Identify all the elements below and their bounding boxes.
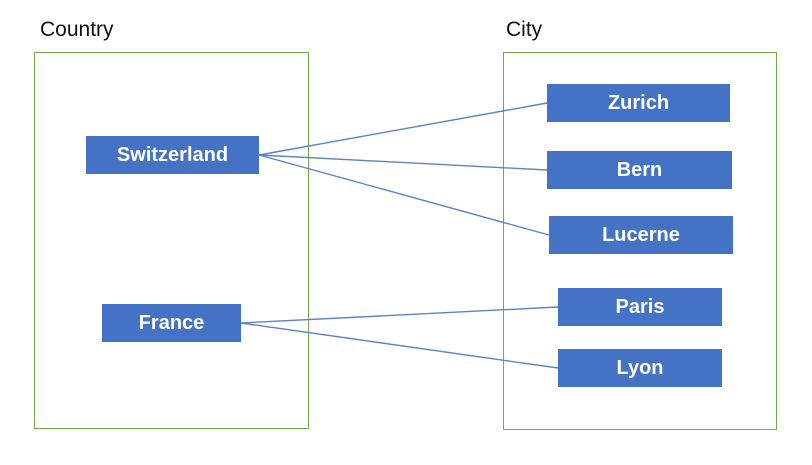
city-group-box (503, 52, 777, 430)
node-zurich: Zurich (547, 84, 730, 122)
country-group-label: Country (40, 18, 114, 41)
node-lyon: Lyon (558, 349, 722, 387)
node-france: France (102, 304, 241, 342)
node-paris: Paris (558, 288, 722, 326)
country-group-box (34, 52, 309, 429)
node-lucerne: Lucerne (549, 216, 733, 254)
node-switzerland: Switzerland (86, 136, 259, 174)
city-group-label: City (506, 18, 543, 41)
node-bern: Bern (547, 151, 732, 189)
